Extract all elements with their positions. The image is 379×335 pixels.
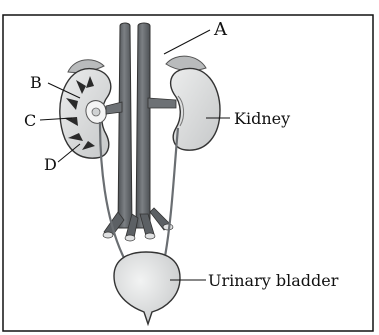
label-urinary-bladder: Urinary bladder <box>208 271 339 290</box>
label-d: D <box>44 155 57 174</box>
label-a: A <box>213 19 228 40</box>
urinary-bladder <box>114 252 180 324</box>
label-c: C <box>24 111 36 130</box>
major-vessels <box>103 23 176 241</box>
right-ureter <box>164 128 178 262</box>
label-kidney: Kidney <box>234 109 290 128</box>
leader-line-a <box>164 30 210 54</box>
left-kidney-section <box>60 69 111 159</box>
label-b: B <box>30 73 42 92</box>
